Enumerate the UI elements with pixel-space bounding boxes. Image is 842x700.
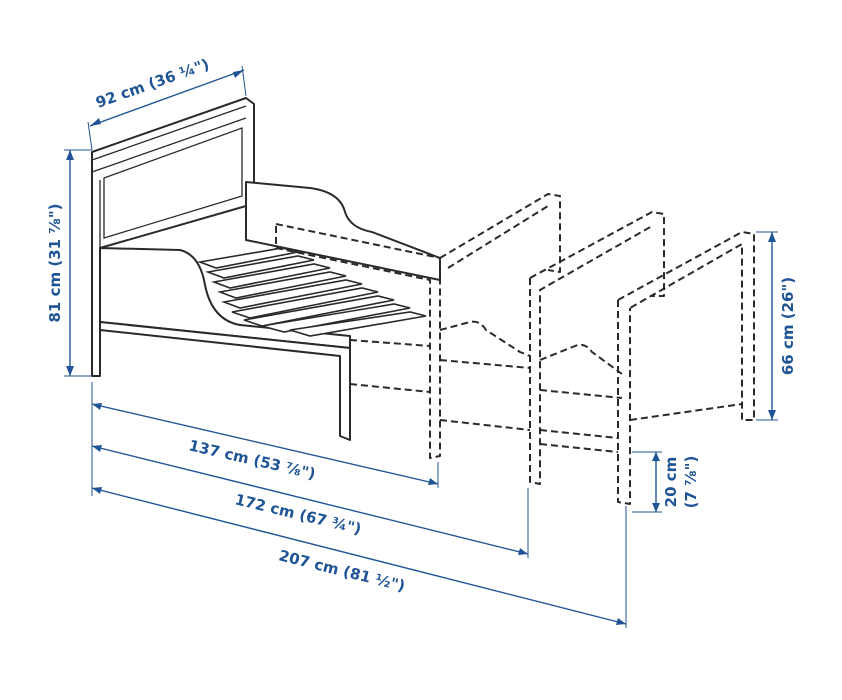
- clearance-label-cm: 20 cm: [662, 457, 680, 508]
- footboard-height-dimension: 66 cm (26"): [756, 231, 797, 421]
- side-rail: [99, 247, 351, 441]
- length-mid-dimension: 172 cm (67 ¾"): [91, 445, 529, 555]
- back-guard: [245, 181, 441, 281]
- length-long-dimension: 207 cm (81 ½"): [91, 487, 627, 625]
- height-label: 81 cm (31 ⅞"): [46, 204, 64, 323]
- bed-slats: [196, 247, 427, 337]
- bed-drawing: [91, 97, 441, 441]
- footboard-height-label: 66 cm (26"): [779, 277, 797, 375]
- clearance-label-in: (7 ⅞"): [682, 456, 700, 509]
- height-dimension: 81 cm (31 ⅞"): [46, 149, 92, 377]
- length-short-dimension: 137 cm (53 ⅞"): [91, 403, 439, 485]
- extension-outlines: [275, 193, 755, 505]
- length-short-label: 137 cm (53 ⅞"): [187, 436, 317, 483]
- clearance-dimension: 20 cm (7 ⅞"): [632, 451, 700, 513]
- length-long-label: 207 cm (81 ½"): [277, 546, 407, 595]
